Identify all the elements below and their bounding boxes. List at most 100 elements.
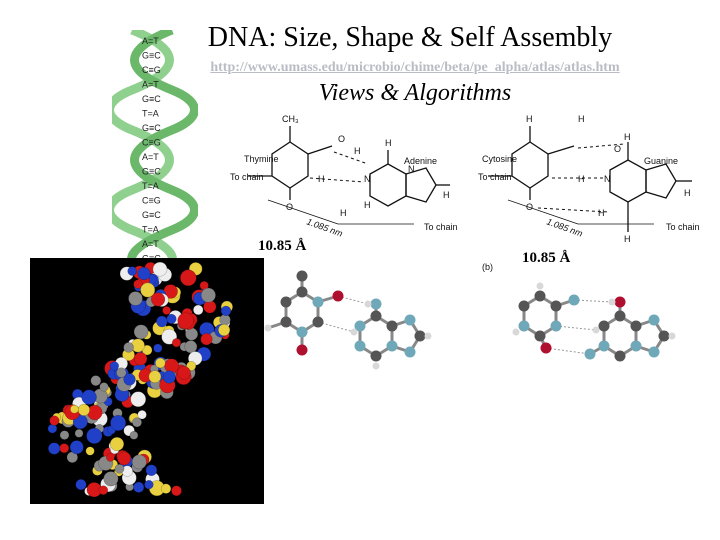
dimension-label-left: 10.85 Å [258,238,307,254]
atom-ball [648,314,660,326]
to-chain-label: To chain [478,172,512,182]
atom-h: H [526,114,533,124]
atom-sphere [184,340,198,354]
atom-ball [518,300,530,312]
helix-base-pair-label: T=A [142,225,159,235]
ch3-label: CH₃ [282,114,299,124]
atom-n: N [364,174,371,184]
atom-ball [534,290,546,302]
atom-sphere [156,315,168,328]
guanine-label: Guanine [644,156,678,166]
atom-ball [312,316,324,328]
slide-subtitle: Views & Algorithms [318,80,512,106]
atom-sphere [70,404,79,414]
atom-sphere [151,292,166,307]
atom-ball [550,320,562,332]
atom-ball [668,332,676,340]
atom-ball [386,320,398,332]
atom-ball [598,320,610,332]
atom-ball [614,350,626,362]
atom-ball [536,282,544,290]
atom-sphere [59,430,70,440]
atom-sphere [162,370,176,384]
atom-sphere [185,327,199,341]
thymine-adenine-structure: CH₃ O H H H N O H Thymine Adenine To cha… [230,114,458,239]
atom-sphere [116,367,127,378]
atom-ball [354,320,366,332]
atom-ball [540,342,552,354]
atom-ball [404,314,416,326]
adenine-imidazole [405,167,437,203]
atom-ball [658,330,670,342]
atom-ball [296,286,308,298]
atom-ball [518,320,530,332]
atom-sphere [144,479,154,490]
atom-ball [424,332,432,340]
atom-ball [614,296,626,308]
atom-h: H [318,174,325,184]
atom-sphere [137,267,151,281]
cytosine-label: Cytosine [482,154,517,164]
atom-ball [264,324,272,332]
cytosine-ring [511,141,549,189]
atom-ball [280,296,292,308]
atom-sphere [123,342,134,353]
atlas-link[interactable]: http://www.umass.edu/microbio/chime/beta… [210,60,620,75]
cytosine-guanine-structure: H H H O H H N O Cytosine Guanine To chai… [478,114,700,272]
atom-sphere [200,287,216,303]
helix-base-pair-label: G≡C [142,210,161,220]
thymine-label: Thymine [244,154,279,164]
atom-ball [370,298,382,310]
atom-sphere [110,415,127,431]
atom-sphere [177,365,191,380]
atom-sphere [132,417,142,428]
atom-sphere [166,313,177,324]
thymine-ring [271,141,309,189]
atom-sphere [153,343,163,353]
helix-strand-b [127,30,198,275]
atom-sphere [140,282,156,298]
atom-sphere [86,427,103,444]
ball-stick-model-cg [512,282,676,362]
atom-sphere [130,391,147,408]
atom-sphere [171,485,182,497]
atom-sphere [48,442,61,455]
atom-sphere [180,269,197,287]
helix-base-pair-label: G≡C [142,94,161,104]
atom-sphere [75,479,87,491]
atom-ball [370,310,382,322]
helix-base-pair-label: C≡G [142,65,161,75]
helix-base-pair-label: T=A [142,109,159,119]
atom-sphere [218,323,231,337]
atom-h: H [624,132,631,142]
atom-ball [512,328,520,336]
double-helix-illustration: A=TG≡CC≡GA=TG≡CT=AG≡CC≡GA=TG≡CT=AC≡GG≡CT… [112,30,198,275]
space-filling-dna-model [30,258,264,504]
atom-ball [296,344,308,356]
helix-base-pair-label: A=T [142,80,159,90]
panel-label: (b) [482,262,493,272]
atom-ball [372,362,380,370]
atom-o: O [286,202,293,212]
helix-base-pair-label: G≡C [142,51,161,61]
atom-sphere [200,333,213,346]
atom-sphere [109,361,119,371]
atom-sphere [69,440,84,455]
atom-sphere [133,481,145,493]
atom-o: O [526,202,533,212]
atom-sphere [186,360,197,371]
atom-sphere [133,279,143,289]
atom-sphere [74,428,84,438]
helix-base-pair-label: G≡C [142,123,161,133]
atom-ball [296,270,308,282]
atom-sphere [127,266,137,276]
atom-sphere [98,485,109,495]
atom-sphere [128,291,143,306]
atom-ball [648,346,660,358]
atom-sphere [99,382,109,392]
atom-sphere [117,451,132,466]
dimension-label-right: 10.85 Å [522,250,571,266]
atom-sphere [152,261,168,277]
atom-ball [614,310,626,322]
atom-ball [296,326,308,338]
